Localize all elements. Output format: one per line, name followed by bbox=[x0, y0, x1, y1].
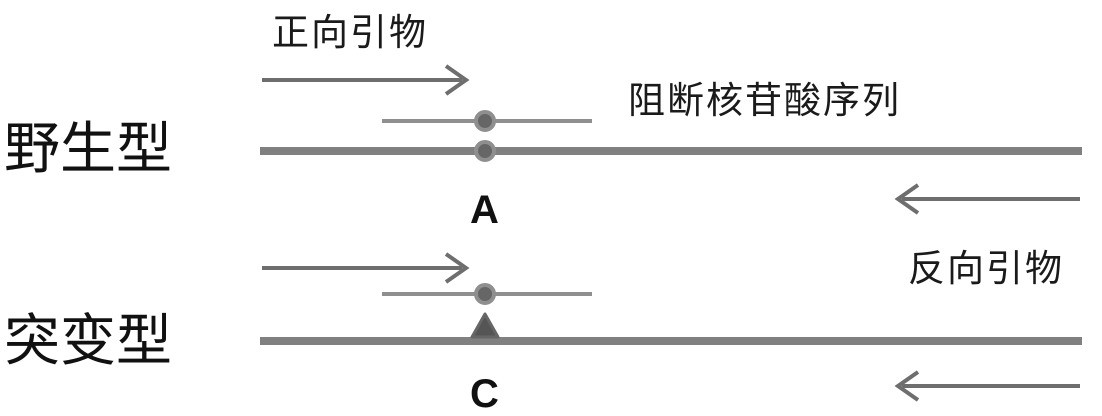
forward-primer-arrow-wild bbox=[262, 64, 470, 96]
mutant-base-marker bbox=[470, 312, 500, 339]
blocker-sequence-label: 阻断核苷酸序列 bbox=[628, 79, 901, 122]
blocker-marker-mutant bbox=[474, 283, 496, 305]
reverse-primer-arrow-mutant bbox=[894, 370, 1080, 402]
blocker-marker-wild bbox=[474, 110, 496, 132]
wild-base-label: A bbox=[470, 188, 499, 232]
mutant-type-group bbox=[260, 252, 1082, 402]
wild-type-group bbox=[260, 64, 1082, 215]
wild-base-marker bbox=[474, 140, 496, 162]
forward-primer-label: 正向引物 bbox=[272, 11, 428, 54]
forward-primer-arrow-mutant bbox=[262, 252, 470, 284]
mutant-base-label: C bbox=[470, 372, 499, 416]
reverse-primer-arrow-wild bbox=[894, 183, 1080, 215]
mutant-type-label: 突变型 bbox=[4, 309, 172, 374]
reverse-primer-label: 反向引物 bbox=[908, 247, 1064, 290]
wild-type-label: 野生型 bbox=[4, 117, 172, 182]
